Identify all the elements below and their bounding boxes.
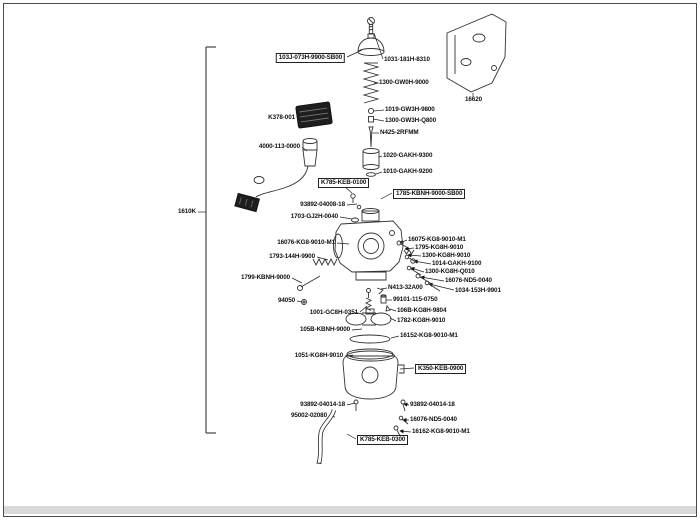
part-label: 1031-181H-8310: [384, 56, 430, 63]
part-label: 1020-GAKH-9300: [383, 152, 433, 159]
part-label: 1019-GW3H-9800: [385, 106, 435, 113]
part-label: K378-001: [268, 114, 295, 121]
part-label: 16162-KG8-9010-M1: [412, 428, 470, 435]
part-label: N413-32A00: [388, 284, 423, 291]
part-label: 1300-KG8H-Q010: [425, 268, 475, 275]
vacuum-chamber-cap-drawing: [357, 33, 385, 56]
part-label: 1793-144H-9900: [269, 253, 315, 260]
part-label: 1034-153H-9901: [455, 287, 501, 294]
part-label: 1610K: [177, 208, 196, 215]
part-label: 1300-GW0H-9000: [379, 79, 429, 86]
part-label: K785-KEB-0100: [318, 178, 370, 188]
cdi-unit-drawing: [295, 101, 333, 129]
drain-hose-drawing: [316, 409, 337, 464]
part-label: N425-2RFMM: [380, 129, 419, 136]
part-label: 1703-GJ2H-0040: [290, 213, 338, 220]
part-label: 1300-GW3H-Q800: [385, 117, 437, 124]
part-label: 1782-KG8H-9010: [397, 317, 446, 324]
part-label: 106B-KG8H-9804: [397, 307, 447, 314]
part-label: 1001-GC8H-0351: [309, 309, 358, 316]
bottom-screws-drawing: [353, 399, 409, 441]
carburetor-body-drawing: [333, 193, 404, 281]
part-label: 93892-04008-18: [300, 201, 345, 208]
part-label: 1799-KBNH-9000: [241, 274, 290, 281]
part-label: 93892-04014-18: [300, 401, 345, 408]
part-label: 16076-KG8-9010-M1: [277, 239, 335, 246]
mount-bracket-drawing: [446, 13, 507, 93]
part-label: 16076-ND5-0040: [445, 277, 492, 284]
part-label: 16152-KG8-9010-M1: [400, 332, 458, 339]
leader-lines: [198, 32, 474, 440]
right-screw-cluster-drawing: [396, 240, 441, 292]
part-label: 93892-04014-18: [410, 401, 455, 408]
bottom-strip: [4, 506, 696, 514]
float-bowl-drawing: [342, 350, 405, 400]
float-drawing: [345, 308, 392, 326]
part-label: 16076-ND5-0040: [410, 416, 457, 423]
jet-needle-set-drawing: [367, 107, 375, 148]
float-valve-jet-drawing: [376, 287, 391, 312]
part-label: 105B-KBNH-9000: [299, 326, 350, 333]
slide-piston-drawing: [362, 148, 380, 177]
part-label: 1785-KBNH-9000-SB00: [393, 189, 466, 199]
part-label: 1795-KG8H-9010: [415, 244, 464, 251]
part-label: 16620: [465, 96, 483, 103]
throttle-spring-screw-drawing: [297, 257, 373, 311]
spring-drawing: [362, 62, 380, 104]
part-label: K785-KEB-0300: [357, 435, 409, 445]
part-label: 1014-GAKH-9100: [432, 260, 482, 267]
part-label: 99101-115-0750: [393, 296, 438, 303]
top-screw-drawing: [367, 17, 375, 34]
part-label: 95002-02080: [290, 412, 327, 419]
part-label: 1300-KG8H-9010: [422, 252, 471, 259]
part-label: 103J-073H-9900-SB00: [275, 53, 345, 63]
part-label: 1051-KG8H-9010: [294, 352, 343, 359]
part-label: 94050: [277, 297, 295, 304]
assembly-bracket: [205, 46, 216, 434]
part-label: 16075-KG8-9010-M1: [408, 236, 466, 243]
auto-bystarter-drawing: [234, 138, 318, 213]
part-label: 1010-GAKH-9200: [383, 168, 433, 175]
part-label: K350-KEB-0900: [415, 364, 467, 374]
part-label: 4000-113-0000: [258, 143, 300, 150]
